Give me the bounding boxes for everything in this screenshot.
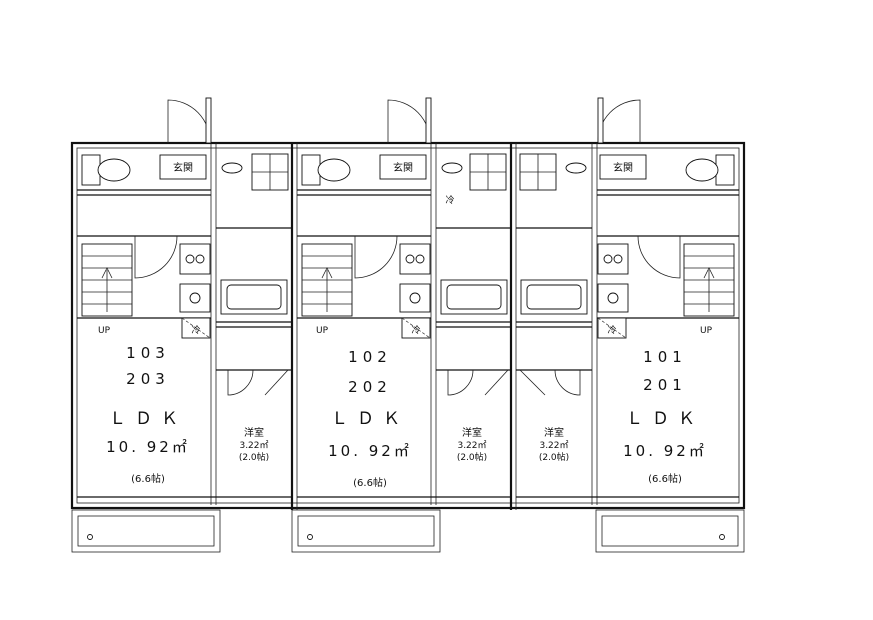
unit-number-upper: 202 — [348, 378, 392, 396]
room-tatami: (6.6帖) — [131, 472, 165, 485]
toilets — [81, 154, 735, 186]
western-room-tatami: (2.0帖) — [239, 451, 269, 463]
entrance-label: 玄関 — [173, 161, 193, 174]
room-type: ＬＤＫ — [331, 409, 409, 429]
room-area: 10. 92㎡ — [106, 438, 190, 456]
wash-basins — [221, 153, 587, 191]
room-area: 10. 92㎡ — [328, 442, 412, 460]
room-tatami: (6.6帖) — [648, 472, 682, 485]
fridge-label: 冷 — [411, 324, 420, 336]
interior-walls — [77, 189, 739, 498]
fridge-boxes — [181, 317, 627, 339]
room-type: ＬＤＫ — [626, 409, 704, 429]
unit-number-ground: 102 — [348, 348, 392, 366]
room-tatami: (6.6帖) — [353, 476, 387, 489]
kitchens — [179, 243, 629, 313]
building-outline — [70, 141, 746, 510]
unit-number-ground: 101 — [643, 348, 687, 366]
room-type: ＬＤＫ — [109, 409, 187, 429]
staircases — [81, 243, 735, 317]
western-room-label: 洋室 — [544, 426, 564, 439]
fridge-label: 冷 — [607, 324, 616, 336]
unit-number-ground: 103 — [126, 344, 170, 362]
up-label: UP — [316, 326, 329, 336]
interior-doors — [134, 235, 681, 396]
western-room-label: 洋室 — [244, 426, 264, 439]
western-room-label: 洋室 — [462, 426, 482, 439]
western-room-tatami: (2.0帖) — [539, 451, 569, 463]
western-room-area: 3.22㎡ — [539, 440, 568, 451]
western-room-area: 3.22㎡ — [239, 440, 268, 451]
unit-number-upper: 203 — [126, 370, 170, 388]
up-label: UP — [98, 326, 111, 336]
shared-fridge-label: 冷 — [445, 194, 454, 206]
bathtubs — [220, 279, 588, 315]
room-area: 10. 92㎡ — [623, 442, 707, 460]
up-label: UP — [700, 326, 713, 336]
entrance-label: 玄関 — [613, 161, 633, 174]
fridge-label: 冷 — [191, 324, 200, 336]
building-outline-inner — [76, 147, 740, 504]
western-room-tatami: (2.0帖) — [457, 451, 487, 463]
entry-doors — [167, 97, 641, 144]
western-room-area: 3.22㎡ — [457, 440, 486, 451]
unit-number-upper: 201 — [643, 376, 687, 394]
entrance-label: 玄関 — [393, 161, 413, 174]
balconies — [71, 509, 745, 553]
